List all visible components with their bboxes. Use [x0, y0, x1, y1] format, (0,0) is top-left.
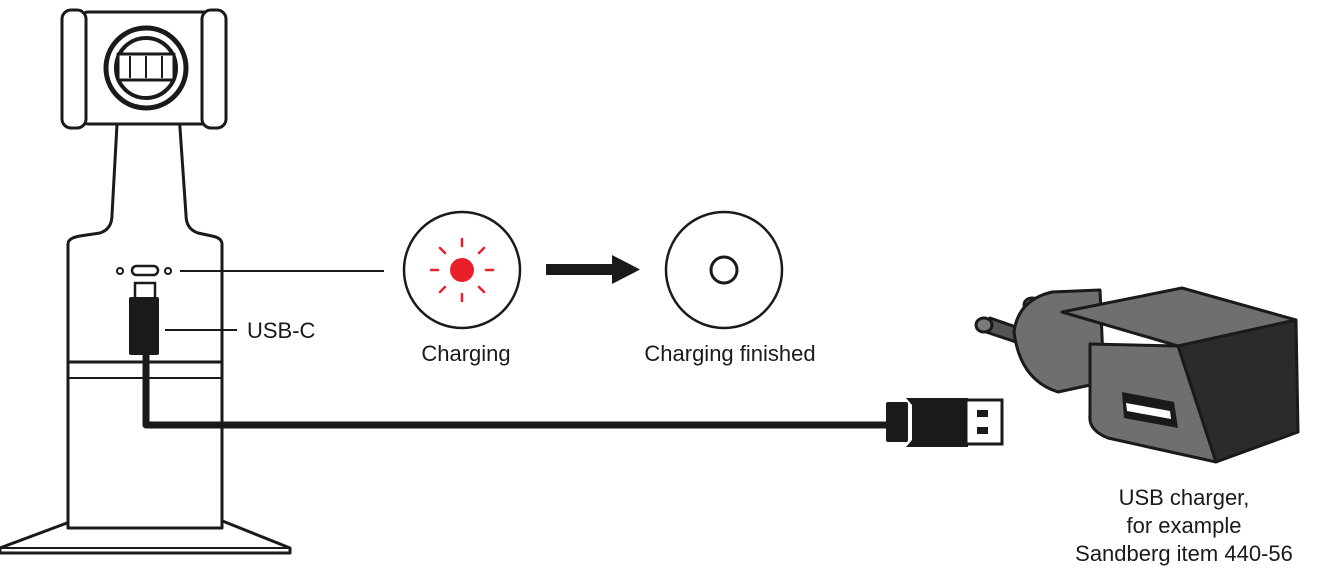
phone-clamp-right: [200, 8, 228, 130]
charger-caption-line-1: USB charger,: [1118, 485, 1250, 510]
phone-holder-device: [0, 8, 292, 555]
arrow-right-icon: [546, 255, 640, 284]
usb-cable: [142, 355, 888, 429]
charger-caption-line-2: for example: [1126, 513, 1242, 538]
usb-charger-caption: USB charger, for example Sandberg item 4…: [1075, 484, 1293, 568]
charging-finished-indicator: [664, 210, 784, 330]
red-led-glow-icon: [429, 237, 495, 303]
charger-caption-line-3: Sandberg item 440-56: [1075, 541, 1293, 566]
led-off-icon: [709, 255, 739, 285]
charging-finished-label: Charging finished: [644, 341, 816, 366]
usb-c-port: [130, 264, 160, 277]
charging-label: Charging: [421, 341, 511, 366]
usb-charger: [974, 286, 1300, 464]
phone-clamp-left: [60, 8, 88, 130]
usb-a-plug: [886, 398, 1004, 447]
usb-c-port-area: [116, 264, 172, 277]
indicator-dot-left: [116, 267, 124, 275]
charging-indicator: [402, 210, 522, 330]
usb-c-label: USB-C: [247, 318, 316, 343]
indicator-dot-right: [164, 267, 172, 275]
usb-c-plug: [129, 281, 159, 355]
